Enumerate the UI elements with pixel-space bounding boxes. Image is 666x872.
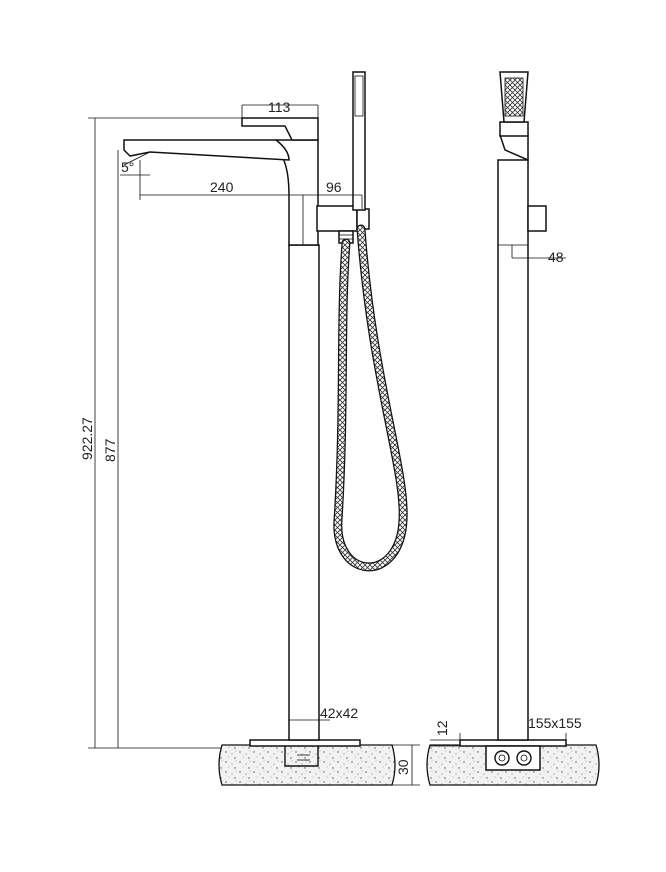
connector-left [494,750,510,766]
side-shower-holder-band [499,121,529,137]
dim-base-thickness: 12 [434,720,450,736]
front-hose-outlet [316,205,358,232]
dim-column-section: 42x42 [320,705,358,721]
front-handle [241,117,319,141]
front-base-plate [249,739,361,747]
side-hose-outlet [527,205,547,232]
dim-spout-reach: 240 [210,179,234,195]
dim-spout-angle: 5° [121,159,134,175]
side-handle [498,134,529,162]
front-spout [123,139,290,161]
front-hand-shower [352,71,366,211]
front-column [288,244,320,741]
front-view [88,71,420,786]
dim-total-height: 922.27 [79,417,95,460]
side-base-plate [459,739,567,747]
side-floor-mount [485,745,541,771]
side-column [497,159,529,741]
spray-face-grid [504,77,524,117]
dim-base-plate: 155x155 [528,715,582,731]
dim-spout-height: 877 [102,438,118,462]
dim-outlet-offset: 96 [326,179,342,195]
dim-handle-width: 113 [268,99,291,115]
dim-side-outlet: 48 [548,249,564,265]
front-floor-mount [284,746,319,767]
dim-floor-depth: 30 [395,759,411,775]
connector-right [516,750,532,766]
side-view [426,71,600,786]
front-floor-slab [218,744,396,786]
front-shower-hose [333,224,408,572]
